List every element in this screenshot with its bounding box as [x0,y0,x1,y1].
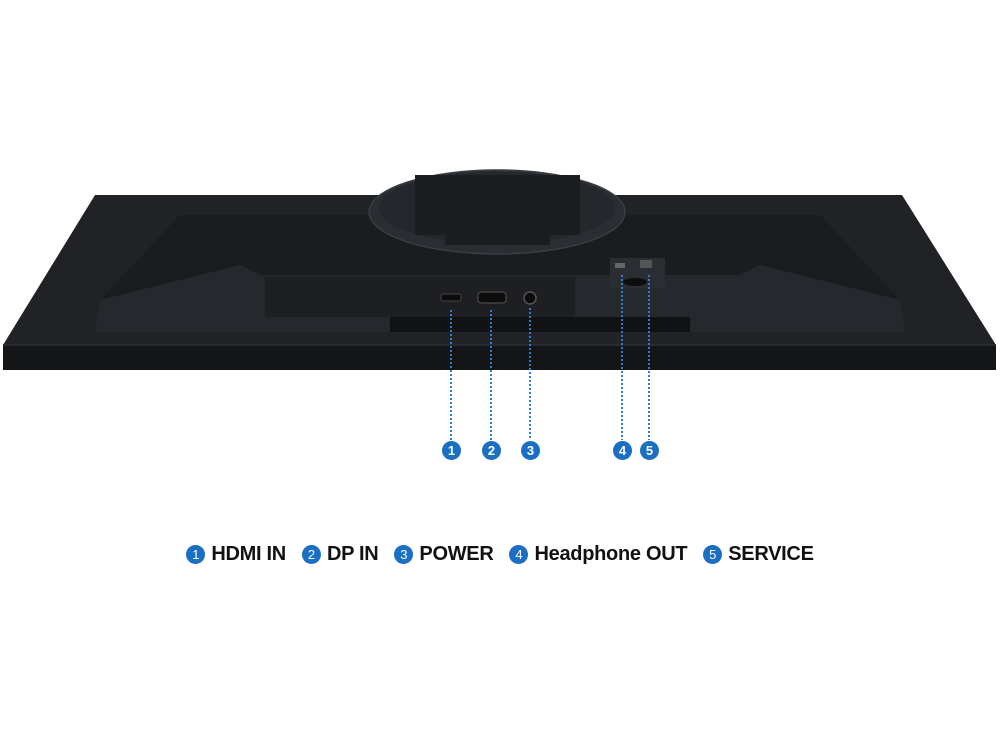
legend-item-service: 5 SERVICE [703,543,814,566]
callout-marker-2: 2 [482,441,501,460]
legend-number: 1 [186,545,206,564]
legend-number: 5 [703,545,723,564]
legend-number: 3 [394,545,414,564]
callout-marker-4: 4 [613,441,632,460]
port-legend: 1 HDMI IN 2 DP IN 3 POWER 4 Headphone OU… [0,543,1000,566]
service-port [640,260,652,268]
legend-item-dp-in: 2 DP IN [301,543,379,566]
callout-marker-3: 3 [521,441,540,460]
legend-label: DP IN [326,543,379,565]
headphone-port [615,263,625,268]
hdmi-port [440,293,462,302]
legend-item-hdmi-in: 1 HDMI IN [186,543,286,566]
legend-item-power: 3 POWER [394,543,494,566]
callout-marker-1: 1 [442,441,461,460]
legend-label: HDMI IN [211,543,286,565]
legend-label: SERVICE [728,543,814,565]
legend-label: POWER [419,543,494,565]
legend-label: Headphone OUT [534,543,688,565]
monitor-bottom-edge [3,345,996,370]
legend-item-headphone-out: 4 Headphone OUT [509,543,688,566]
legend-number: 4 [509,545,529,564]
legend-number: 2 [301,545,321,564]
dp-port [477,291,507,304]
power-port [523,291,537,305]
callout-marker-5: 5 [640,441,659,460]
